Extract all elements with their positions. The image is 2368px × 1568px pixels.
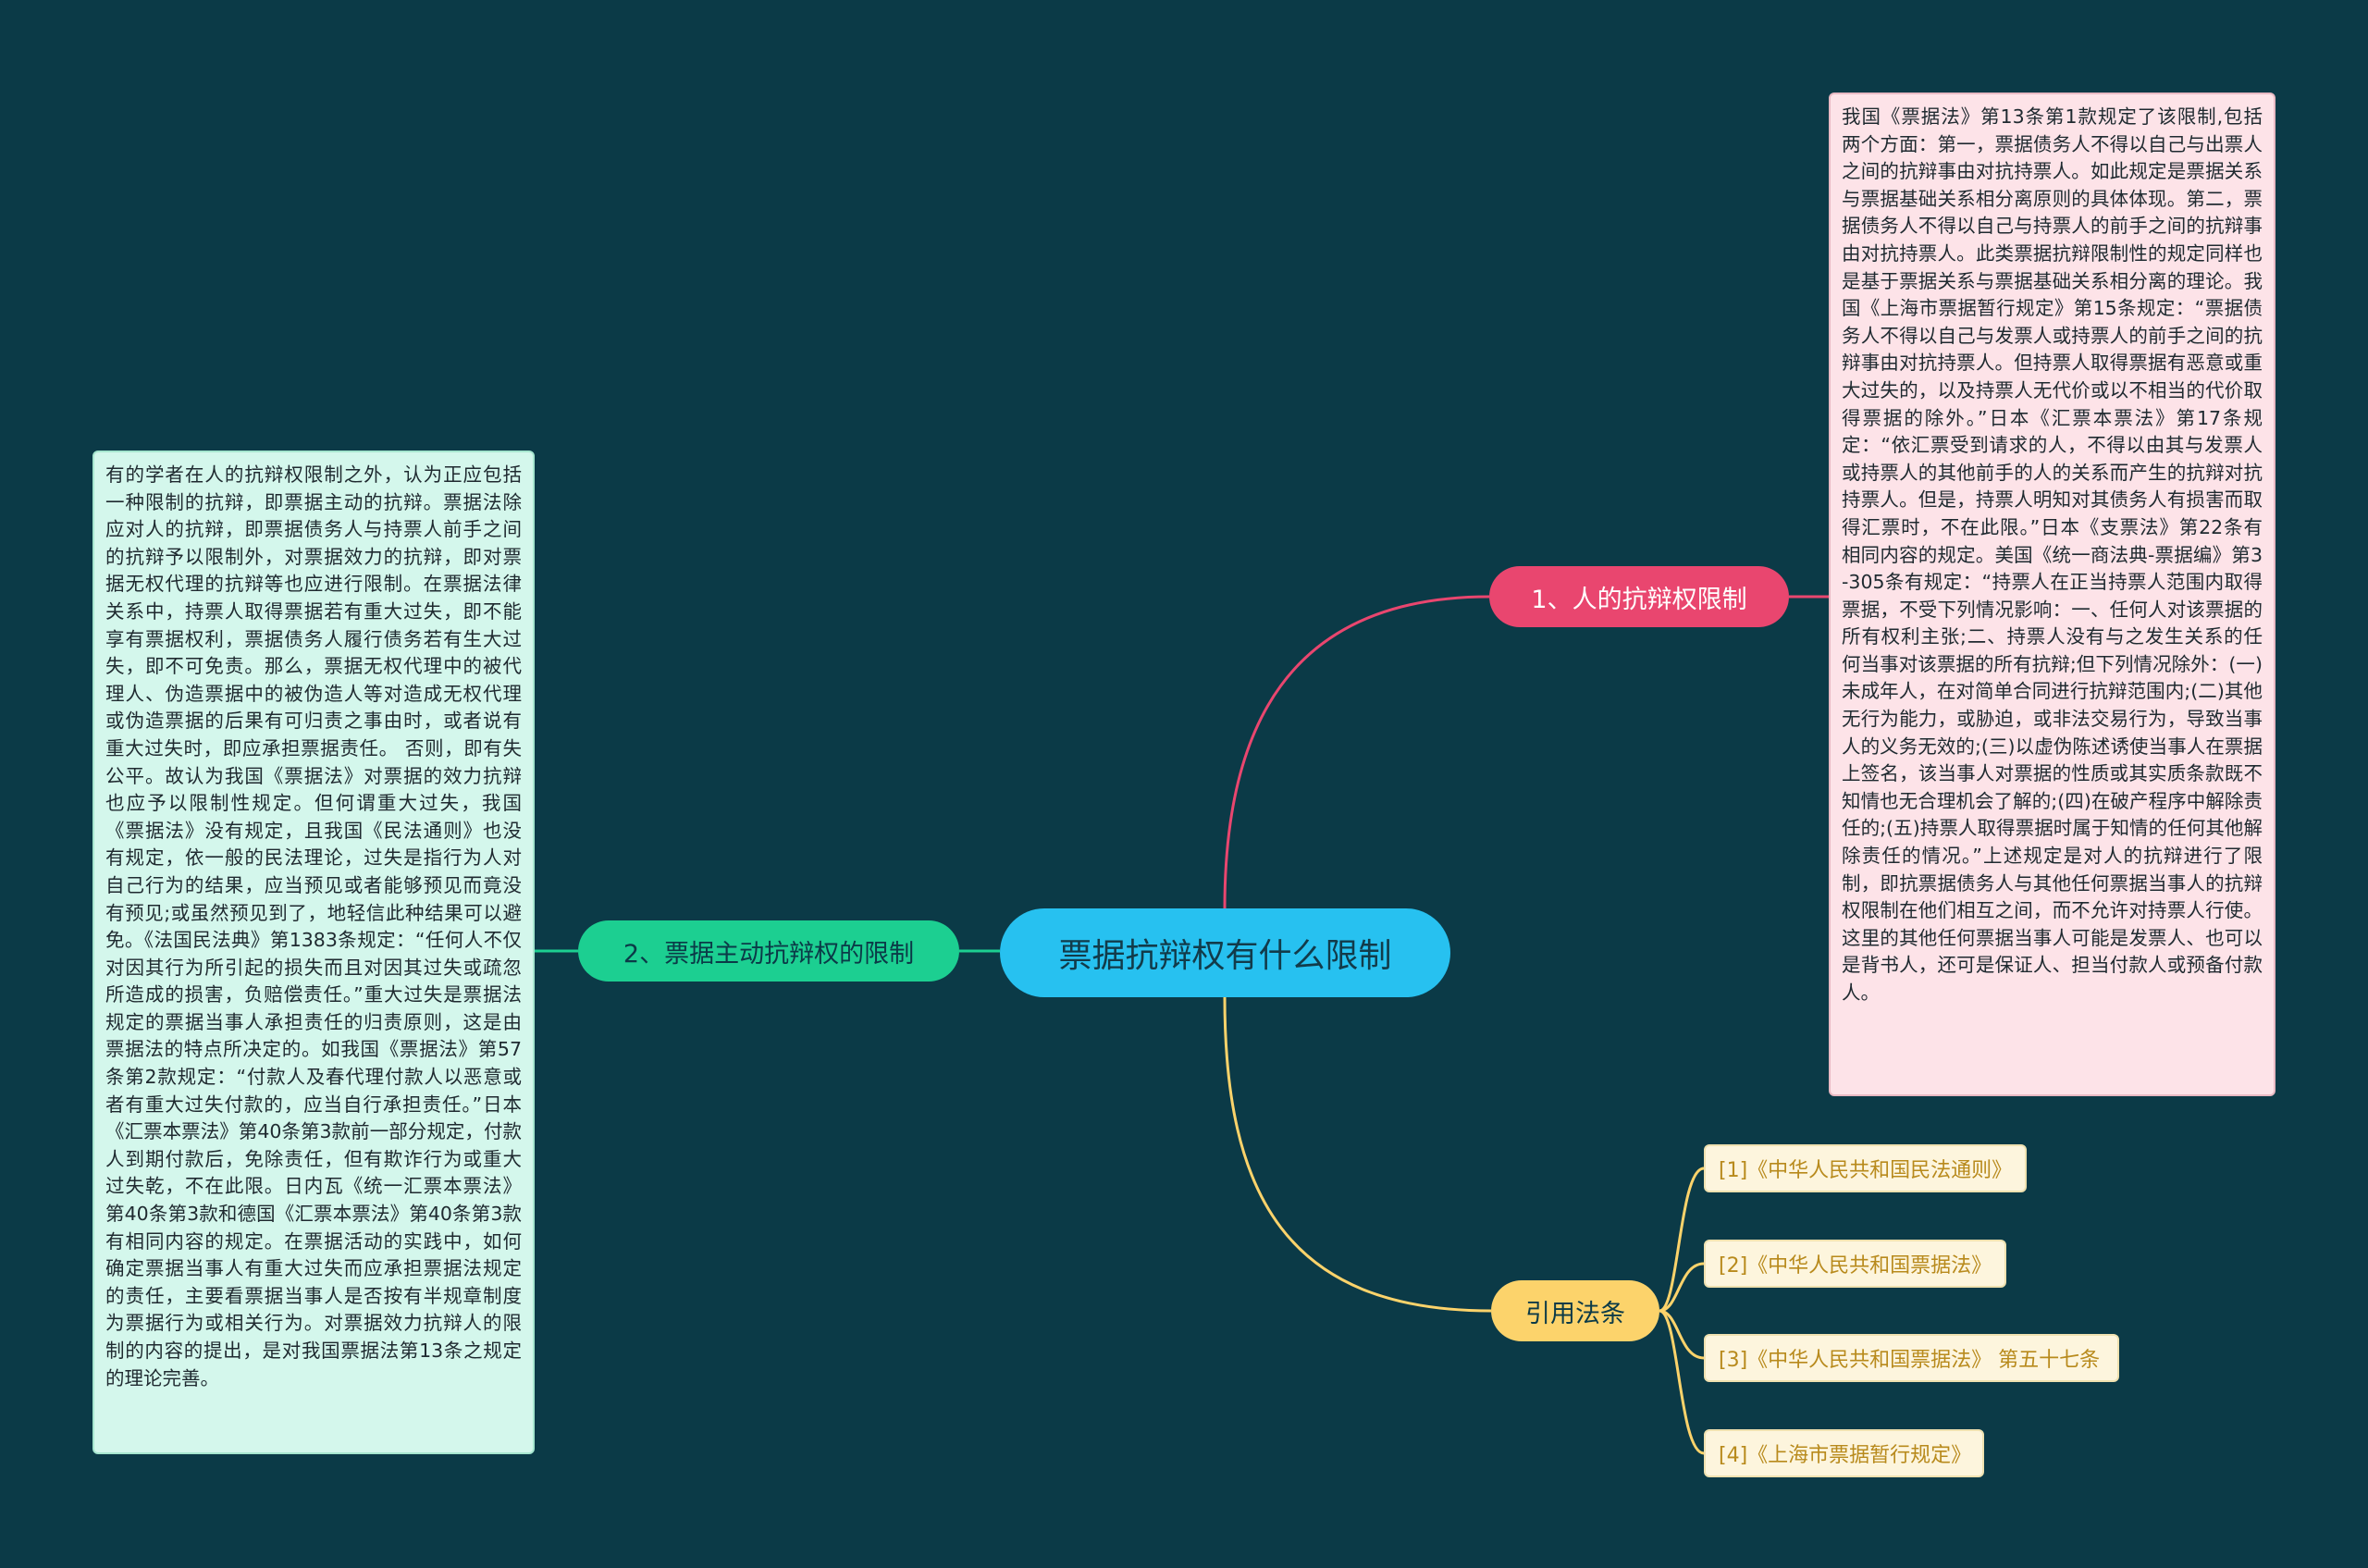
link-root-references (1223, 996, 1492, 1313)
root-topic[interactable]: 票据抗辩权有什么限制 (1000, 908, 1450, 997)
personal-defense-content: 我国《票据法》第13条第1款规定了该限制,包括两个方面：第一，票据债务人不得以自… (1829, 93, 2276, 1096)
branch-personal-defense[interactable]: 1、人的抗辩权限制 (1489, 566, 1789, 627)
active-defense-content: 有的学者在人的抗辩权限制之外，认为正应包括一种限制的抗辩，即票据主动的抗辩。票据… (92, 451, 535, 1454)
link-references-ref3 (1659, 1309, 1705, 1360)
reference-item[interactable]: [4]《上海市票据暂行规定》 (1704, 1429, 1984, 1477)
reference-item[interactable]: [1]《中华人民共和国民法通则》 (1704, 1144, 2027, 1192)
link-references-ref2 (1659, 1262, 1705, 1313)
link-references-ref1 (1659, 1167, 1705, 1313)
reference-item[interactable]: [3]《中华人民共和国票据法》 第五十七条 (1704, 1334, 2119, 1382)
link-root-personal (1223, 595, 1490, 909)
branch-active-defense[interactable]: 2、票据主动抗辩权的限制 (578, 920, 959, 982)
branch-references[interactable]: 引用法条 (1491, 1280, 1659, 1341)
link-references-ref4 (1659, 1309, 1705, 1455)
reference-item[interactable]: [2]《中华人民共和国票据法》 (1704, 1240, 2006, 1288)
